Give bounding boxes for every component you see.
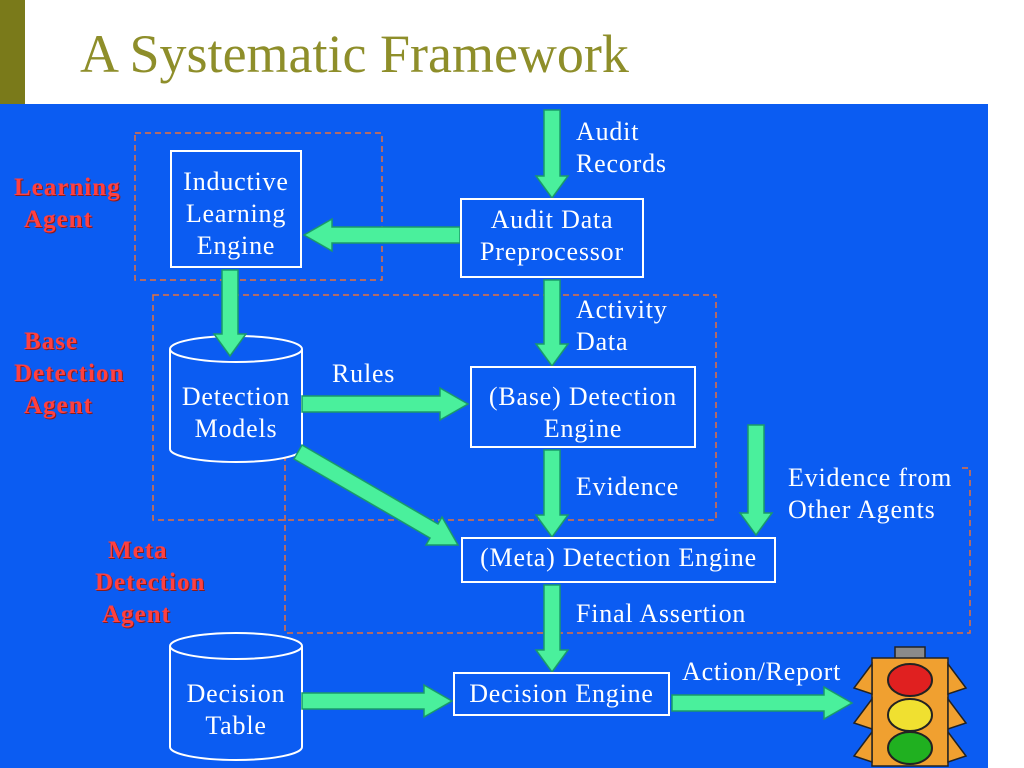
meta-detection-engine-box: (Meta) Detection Engine — [461, 537, 776, 583]
agent-label-line: Meta — [108, 537, 168, 564]
node-label: Decision Engine — [455, 674, 668, 710]
activity-data-label: Activity Data — [576, 294, 668, 358]
node-line: Engine — [543, 414, 623, 443]
final-assertion-arrow — [534, 584, 570, 674]
inductive-learning-engine-box: Inductive Learning Engine — [170, 150, 302, 268]
learning-agent-boundary — [134, 132, 383, 281]
traffic-light-visor — [947, 696, 968, 731]
node-label: Inductive Learning Engine — [172, 152, 300, 262]
edge-label-line: Audit — [576, 117, 640, 146]
activity-data-arrow — [534, 279, 570, 368]
diagram-panel — [0, 104, 988, 768]
node-line: Detection — [181, 382, 291, 411]
node-label: (Base) Detection Engine — [472, 368, 694, 445]
table-to-decision-arrow — [301, 683, 454, 719]
agent-label-line: Agent — [24, 206, 93, 233]
final-assertion-label: Final Assertion — [576, 599, 747, 628]
evidence-label: Evidence — [576, 472, 680, 501]
edge-label-line: Other Agents — [788, 495, 936, 524]
node-line: Learning — [185, 199, 287, 228]
cylinder-body — [169, 646, 303, 761]
evidence-arrow — [534, 449, 570, 539]
node-line: (Base) Detection — [488, 382, 678, 411]
agent-label-line: Detection — [14, 360, 125, 387]
learning-agent-label: Learning Agent — [0, 172, 121, 236]
node-label: (Meta) Detection Engine — [463, 539, 774, 574]
rules-arrow — [301, 386, 470, 422]
learning-to-models-arrow — [212, 269, 248, 358]
base-detection-agent-boundary — [152, 294, 717, 521]
node-line: (Meta) Detection Engine — [480, 543, 757, 572]
slide-title: A Systematic Framework — [80, 24, 629, 84]
edge-label-line: Activity — [576, 295, 668, 324]
yellow-light — [887, 698, 933, 732]
audit-data-preprocessor-box: Audit Data Preprocessor — [460, 198, 644, 278]
rules-label: Rules — [332, 359, 396, 388]
traffic-light-visor — [852, 696, 873, 731]
node-line: Inductive — [183, 167, 289, 196]
action-report-label: Action/Report — [682, 657, 842, 686]
traffic-light-cap — [894, 646, 926, 660]
agent-label-line: Base — [24, 328, 78, 355]
node-line: Engine — [196, 231, 276, 260]
node-line: Models — [194, 414, 278, 443]
agent-label-line: Learning — [14, 174, 121, 201]
base-detection-agent-label: Base Detection Agent — [0, 326, 124, 422]
agent-label-line: Detection — [95, 569, 206, 596]
cylinder-top — [169, 632, 303, 660]
traffic-light-visor — [852, 729, 873, 764]
evidence-from-other-agents-label: Evidence from Other Agents — [788, 462, 952, 526]
agent-label-line: Agent — [102, 601, 171, 628]
traffic-light-visor — [852, 661, 873, 696]
audit-records-arrow — [534, 109, 570, 200]
agent-label-line: Agent — [24, 392, 93, 419]
base-detection-engine-box: (Base) Detection Engine — [470, 366, 696, 448]
node-line: Audit Data — [490, 205, 614, 234]
decision-table-cylinder — [169, 632, 303, 761]
node-line: Decision — [186, 679, 286, 708]
detection-models-label: Detection Models — [170, 381, 302, 445]
red-light — [887, 663, 933, 697]
green-light — [887, 731, 933, 765]
models-to-meta-arrow — [292, 443, 460, 546]
node-label: Audit Data Preprocessor — [462, 200, 642, 268]
node-line: Preprocessor — [480, 237, 624, 266]
action-report-arrow — [671, 685, 854, 721]
traffic-light-visor — [947, 661, 968, 696]
preprocessor-to-learning-arrow — [302, 217, 461, 253]
meta-detection-agent-label: Meta Detection Agent — [0, 535, 205, 631]
traffic-light-visor — [947, 729, 968, 764]
title-accent-bar — [0, 0, 25, 104]
edge-label-line: Records — [576, 149, 667, 178]
decision-table-label: Decision Table — [170, 678, 302, 742]
decision-engine-box: Decision Engine — [453, 672, 670, 716]
audit-records-label: Audit Records — [576, 116, 667, 180]
edge-label-line: Evidence from — [788, 463, 953, 492]
node-line: Decision Engine — [469, 679, 654, 708]
other-agents-evidence-arrow — [738, 424, 774, 537]
traffic-light-icon — [852, 646, 968, 767]
meta-detection-agent-boundary — [284, 455, 971, 634]
detection-models-cylinder — [169, 335, 303, 463]
node-line: Table — [205, 711, 267, 740]
edge-label-line: Data — [576, 327, 629, 356]
